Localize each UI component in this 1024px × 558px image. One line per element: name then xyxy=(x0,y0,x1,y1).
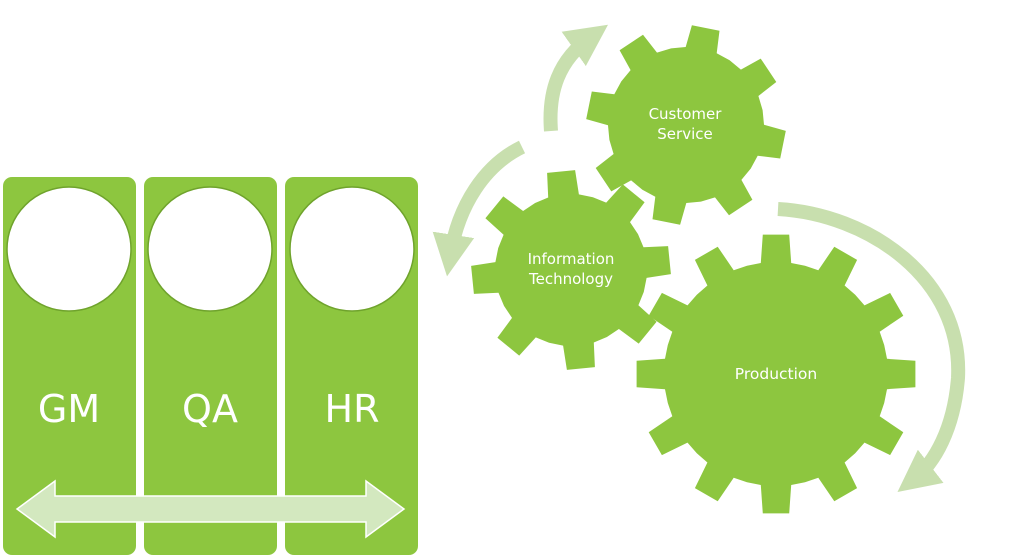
curved-arrow-top xyxy=(543,24,609,132)
departments-group: GM QA HR xyxy=(3,177,418,555)
curved-arrow-left xyxy=(432,140,526,277)
gear-production-label: Production xyxy=(735,365,817,383)
column-qa-label: QA xyxy=(182,387,238,431)
gear-information-technology-shape xyxy=(471,170,671,370)
gear-information-technology-label-line2: Technology xyxy=(528,270,613,288)
cycle-arrows xyxy=(432,24,966,492)
gear-customer-service-label-line1: Customer xyxy=(649,105,723,123)
gear-production-shape xyxy=(636,234,916,514)
column-hr: HR xyxy=(285,177,418,555)
gear-customer-service-shape xyxy=(586,25,786,225)
gear-customer-service: Customer Service xyxy=(586,25,786,225)
gears-group: Customer Service Information Technology … xyxy=(471,25,916,514)
column-gm-circle xyxy=(6,186,132,312)
gear-information-technology: Information Technology xyxy=(471,170,671,370)
double-headed-arrow xyxy=(15,479,406,539)
column-qa-circle xyxy=(147,186,273,312)
gear-customer-service-label-line2: Service xyxy=(657,125,712,143)
gear-production: Production xyxy=(636,234,916,514)
column-gm-label: GM xyxy=(38,387,100,431)
curved-arrow-right xyxy=(777,202,966,492)
column-hr-circle xyxy=(289,186,415,312)
column-qa: QA xyxy=(144,177,277,555)
gear-information-technology-label-line1: Information xyxy=(528,250,615,268)
column-gm: GM xyxy=(3,177,136,555)
column-hr-label: HR xyxy=(325,387,380,431)
